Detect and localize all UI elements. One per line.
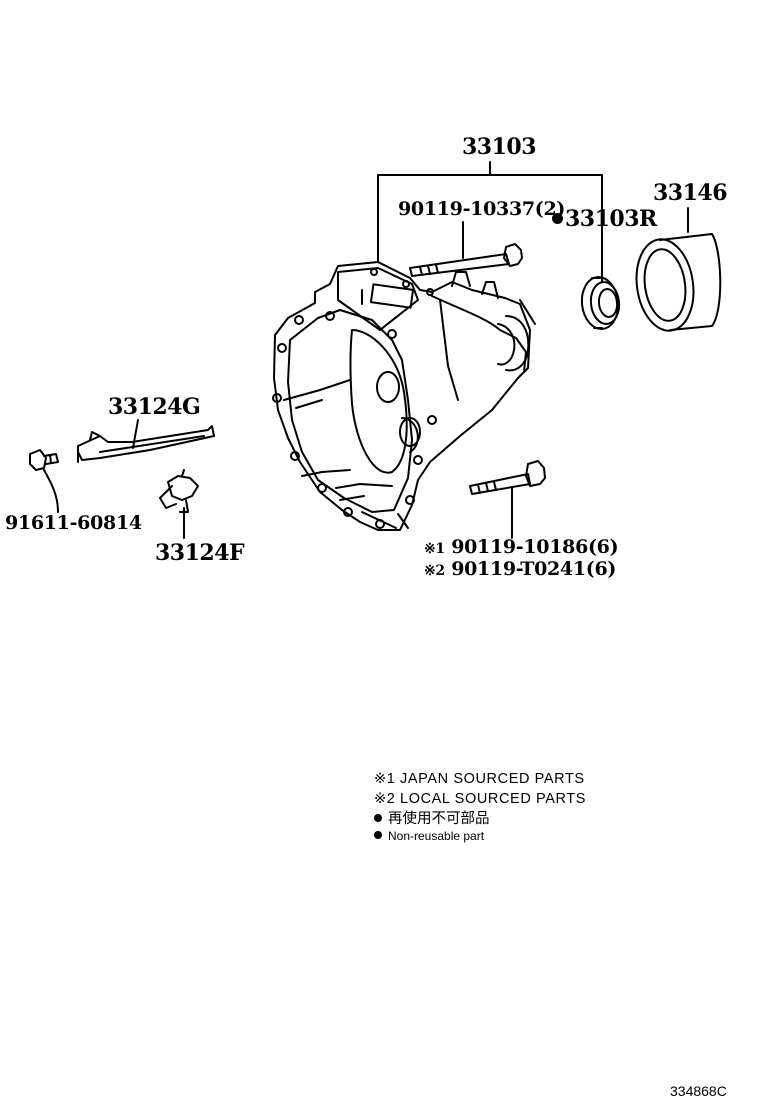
legend-japan-sourced: ※1 JAPAN SOURCED PARTS (374, 771, 585, 787)
bullet-icon (374, 814, 382, 822)
oil-seal-drawing (580, 276, 621, 330)
bullet-icon (374, 831, 382, 839)
label-bolt-bottom-1-text: 90119-10186(6) (451, 536, 619, 558)
lever-drawing (77, 425, 215, 463)
bearing-retainer-drawing (635, 233, 722, 332)
label-oil-seal: 33103R (552, 208, 657, 230)
mark-1: ※1 (424, 541, 445, 557)
label-bolt-bottom-2-text: 90119-T0241(6) (451, 558, 617, 580)
legend-non-reusable-jp: 再使用不可部品 (374, 812, 490, 827)
non-reusable-marker-icon (552, 213, 563, 224)
label-clip: 33124F (155, 540, 245, 566)
label-bolt-top: 90119-10337(2) (398, 198, 566, 220)
label-bearing-retainer: 33146 (653, 180, 728, 206)
leader-lever (132, 419, 139, 449)
case-assy-bracket (377, 161, 603, 283)
label-oil-seal-text: 33103R (565, 206, 657, 232)
label-bolt-bottom-2: ※2 90119-T0241(6) (424, 560, 616, 579)
label-bolt-bottom-1: ※1 90119-10186(6) (424, 536, 619, 558)
clip-drawing (159, 469, 199, 513)
transmission-case (272, 261, 536, 531)
legend-local-sourced: ※2 LOCAL SOURCED PARTS (374, 791, 587, 807)
label-plug: 91611-60814 (5, 512, 142, 534)
bolt-bottom-drawing (469, 460, 546, 495)
figure-code: 334868C (670, 1083, 727, 1099)
plug-drawing (29, 449, 59, 471)
label-lever: 33124G (108, 394, 201, 420)
mark-2: ※2 (424, 563, 445, 579)
label-case-assy: 33103 (462, 134, 537, 160)
legend-non-reusable-jp-text: 再使用不可部品 (388, 811, 490, 827)
leader-plug (43, 469, 59, 513)
legend-non-reusable-en: Non-reusable part (374, 830, 484, 842)
legend-non-reusable-en-text: Non-reusable part (388, 829, 485, 843)
bolt-top-drawing (409, 243, 523, 277)
